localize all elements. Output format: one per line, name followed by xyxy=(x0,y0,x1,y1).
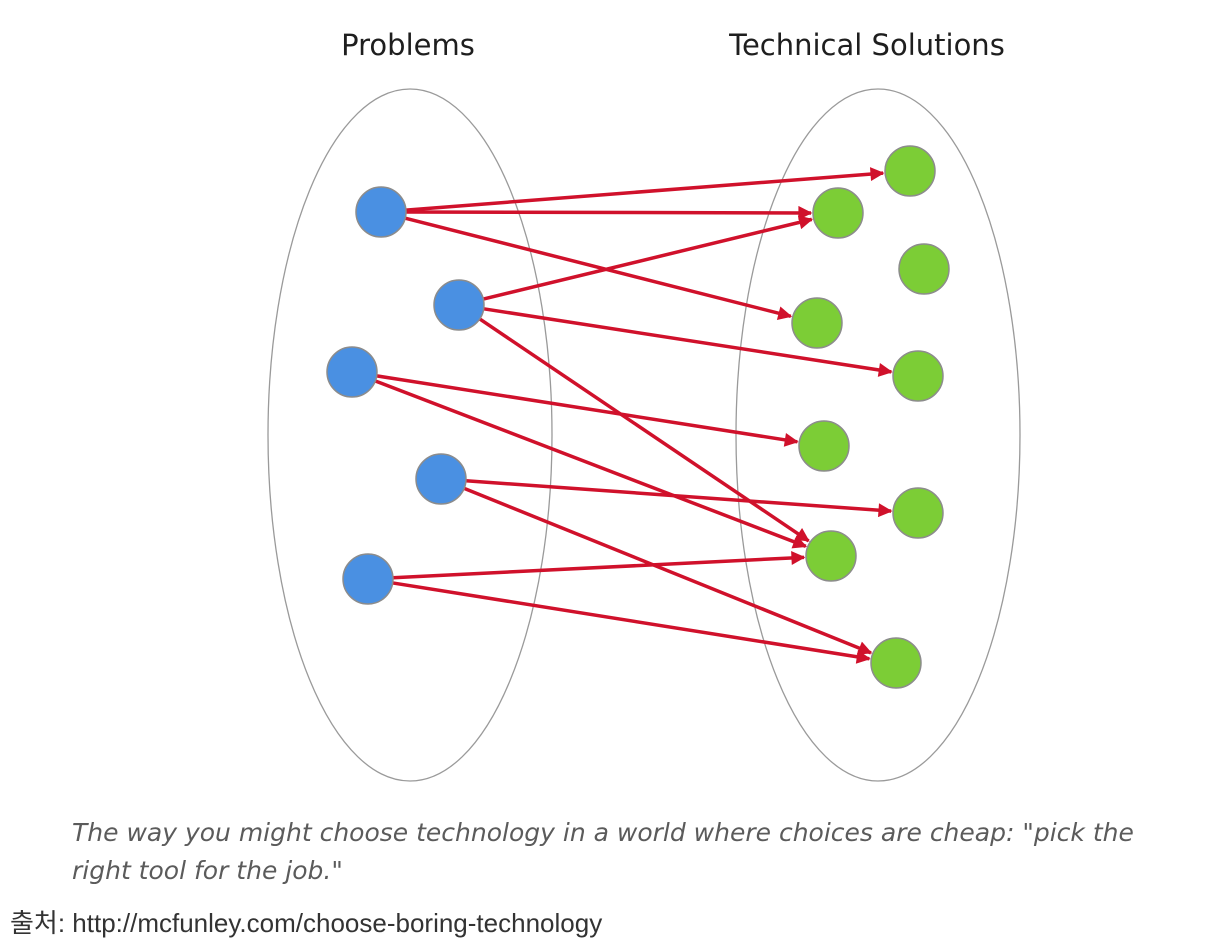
solution-node-s2 xyxy=(812,187,864,239)
solution-node-s5 xyxy=(892,350,944,402)
arrow-p3-to-s6 xyxy=(376,374,799,447)
solution-node-s3 xyxy=(898,243,950,295)
solution-node-s9 xyxy=(870,637,922,689)
arrow-group xyxy=(374,167,893,664)
arrow-p3-to-s8 xyxy=(374,379,808,549)
technical-solutions-heading: Technical Solutions xyxy=(728,28,1005,62)
figure-caption: The way you might choose technology in a… xyxy=(72,818,1134,885)
arrow-p2-to-s8 xyxy=(478,317,810,543)
problem-node-p1 xyxy=(355,186,407,238)
problems-heading: Problems xyxy=(341,28,475,62)
arrow-p1-to-s1 xyxy=(405,167,885,212)
arrow-p1-to-s2 xyxy=(405,205,813,220)
problem-solution-diagram: Problems Technical Solutions xyxy=(267,28,1021,782)
arrow-p1-to-s4 xyxy=(404,216,793,321)
problem-node-p4 xyxy=(415,453,467,505)
solution-node-s4 xyxy=(791,297,843,349)
problems-group-ellipse xyxy=(267,88,553,782)
arrow-p4-to-s9 xyxy=(463,486,873,655)
solution-node-s8 xyxy=(805,530,857,582)
arrow-p2-to-s2 xyxy=(482,215,814,301)
solution-node-s7 xyxy=(892,487,944,539)
solutions-group-ellipse xyxy=(735,88,1021,782)
solution-node-s6 xyxy=(798,420,850,472)
solution-node-s1 xyxy=(884,145,936,197)
problem-node-p2 xyxy=(433,279,485,331)
problem-node-p5 xyxy=(342,553,394,605)
source-attribution: 출처: http://mcfunley.com/choose-boring-te… xyxy=(10,908,603,938)
arrow-p4-to-s7 xyxy=(465,479,893,518)
node-group xyxy=(326,145,950,689)
arrow-p5-to-s9 xyxy=(392,581,871,664)
problem-node-p3 xyxy=(326,346,378,398)
arrow-p2-to-s5 xyxy=(483,307,893,377)
arrow-p5-to-s8 xyxy=(392,550,806,580)
